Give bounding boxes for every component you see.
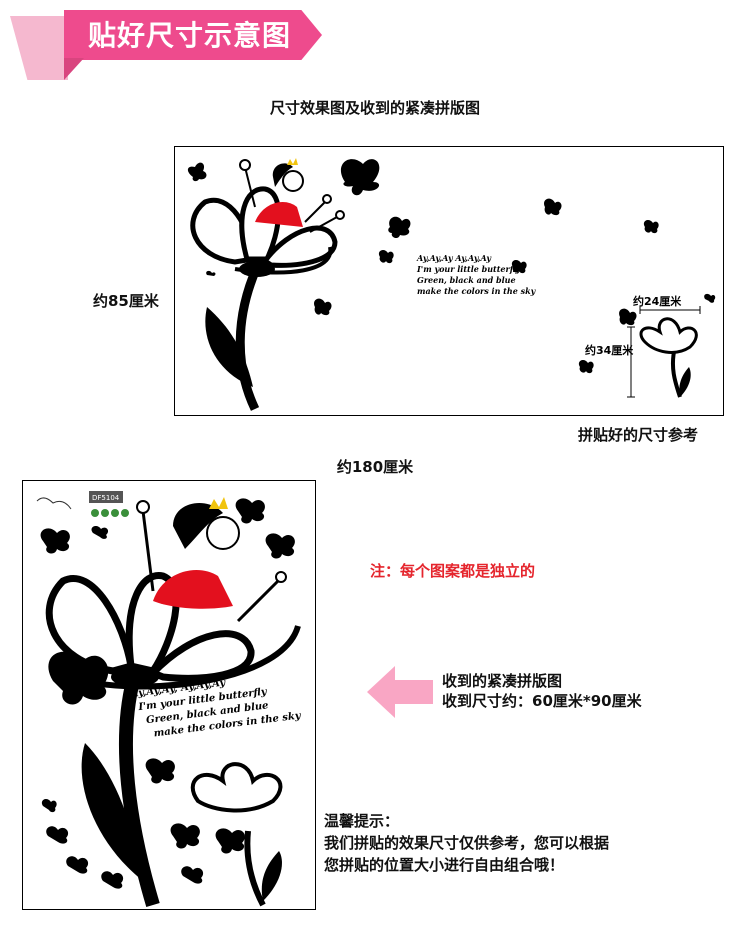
- flower-stem: [235, 265, 262, 411]
- badge-icon: [101, 509, 109, 517]
- butterfly-icon: [187, 159, 716, 374]
- tips-line: 您拼贴的位置大小进行自由组合哦！: [324, 856, 565, 874]
- banner-fold: [64, 58, 84, 80]
- height-label: 约85厘米: [93, 292, 159, 310]
- badge-icon: [111, 509, 119, 517]
- tips-line: 我们拼贴的效果尺寸仅供参考，您可以根据: [324, 834, 610, 852]
- flower-leaf: [205, 307, 253, 387]
- tips-title: 温馨提示：: [324, 812, 400, 830]
- received-title: 收到的紧凑拼版图: [442, 672, 563, 690]
- independent-pattern-note: 注：每个图案都是独立的: [370, 562, 536, 580]
- poem-line: make the colors in the sky: [417, 286, 537, 296]
- badge-icon: [91, 509, 99, 517]
- reference-label: 拼贴好的尺寸参考: [578, 426, 699, 444]
- poem-line: I'm your little butterfly: [416, 264, 522, 274]
- preview-frame: Ay,Ay,Ay Ay,Ay,Ay I'm your little butter…: [174, 146, 724, 416]
- badge-icon: [121, 509, 129, 517]
- width-label: 约180厘米: [336, 458, 414, 476]
- section-subtitle: 尺寸效果图及收到的紧凑拼版图: [269, 99, 480, 117]
- sticker-sheet: DF5104: [22, 480, 316, 910]
- poem-line: Green, black and blue: [417, 275, 516, 285]
- small-width-label: 约24厘米: [633, 294, 682, 308]
- received-size: 收到尺寸约：60厘米*90厘米: [442, 692, 642, 710]
- tips-block: 温馨提示： 我们拼贴的效果尺寸仅供参考，您可以根据 您拼贴的位置大小进行自由组合…: [324, 810, 609, 876]
- sheet-artwork: DF5104: [36, 491, 302, 907]
- girl-dress: [255, 202, 303, 227]
- svg-text:DF5104: DF5104: [92, 494, 120, 502]
- arrow-left-icon: [367, 666, 433, 718]
- crown-icon: [287, 158, 298, 165]
- butterfly-icon: [40, 498, 295, 889]
- poem-line: Ay,Ay,Ay Ay,Ay,Ay: [416, 253, 492, 263]
- small-height-label: 约34厘米: [585, 343, 634, 357]
- banner-title: 贴好尺寸示意图: [88, 19, 292, 52]
- banner-shadow: [10, 16, 68, 80]
- title-banner: [64, 10, 322, 60]
- girl-dress: [153, 569, 233, 609]
- preview-artwork: Ay,Ay,Ay Ay,Ay,Ay I'm your little butter…: [187, 158, 716, 411]
- crown-icon: [209, 497, 228, 509]
- logo-icon: [36, 497, 72, 510]
- product-code-badge: [89, 491, 123, 503]
